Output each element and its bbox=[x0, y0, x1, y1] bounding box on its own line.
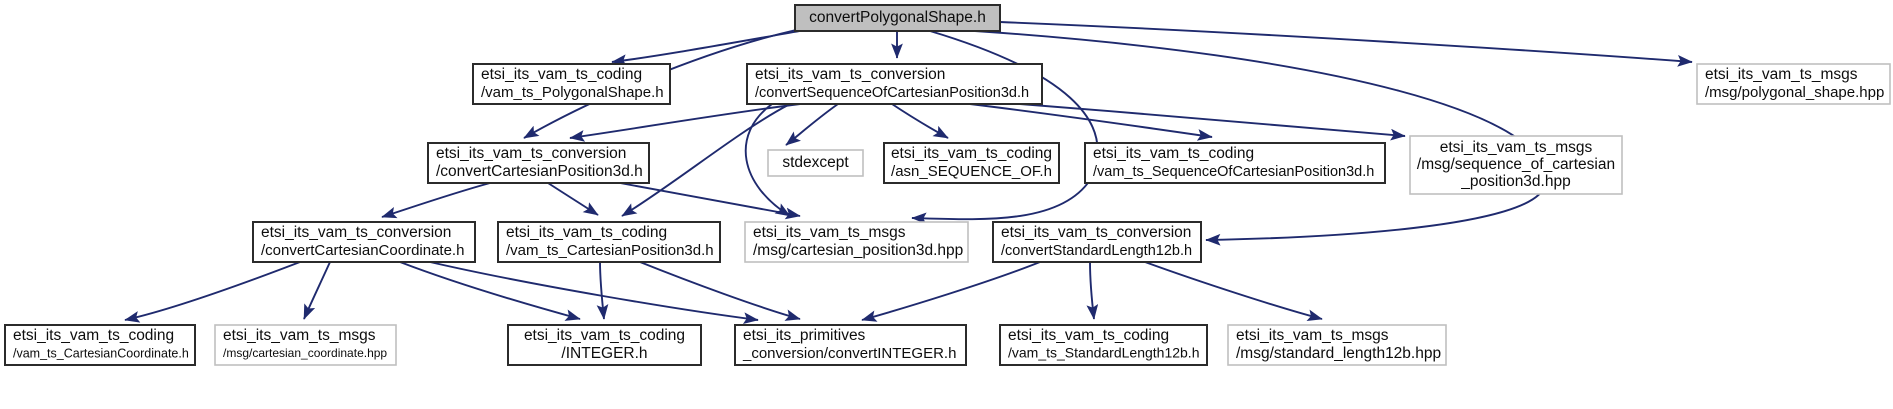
node-label-line: etsi_its_vam_ts_msgs bbox=[223, 327, 376, 344]
graph-edge bbox=[1019, 103, 1406, 141]
node-label-line: etsi_its_vam_ts_msgs bbox=[1705, 66, 1858, 83]
node-box[interactable] bbox=[999, 324, 1208, 366]
node-label-line: etsi_its_vam_ts_coding bbox=[1008, 327, 1169, 344]
node-label-line: _position3d.hpp bbox=[1460, 173, 1570, 190]
graph-edge bbox=[619, 182, 801, 220]
graph-node-polygonalshape_h[interactable]: etsi_its_vam_ts_coding/vam_ts_PolygonalS… bbox=[472, 63, 671, 105]
node-label-line: /INTEGER.h bbox=[561, 345, 647, 362]
node-label-line: etsi_its_vam_ts_msgs bbox=[753, 224, 906, 241]
graph-node-msg_cart_pos3d_hpp[interactable]: etsi_its_vam_ts_msgs/msg/cartesian_posit… bbox=[744, 221, 969, 263]
node-label-line: etsi_its_primitives bbox=[743, 327, 866, 344]
node-box[interactable] bbox=[746, 63, 1043, 105]
graph-nodes: convertPolygonalShape.h etsi_its_vam_ts_c… bbox=[4, 4, 1891, 366]
graph-edge bbox=[1086, 261, 1099, 320]
node-label-line: etsi_its_vam_ts_msgs bbox=[1236, 327, 1389, 344]
graph-edge bbox=[891, 103, 949, 139]
node-box[interactable] bbox=[507, 324, 702, 366]
graph-edge bbox=[621, 103, 791, 217]
graph-edge bbox=[124, 261, 301, 323]
node-box[interactable] bbox=[744, 221, 969, 263]
graph-node-convseqcart3d_h[interactable]: etsi_its_vam_ts_conversion/convertSequen… bbox=[746, 63, 1043, 105]
graph-edge bbox=[639, 261, 801, 321]
graph-node-msg_stdlen12b_hpp[interactable]: etsi_its_vam_ts_msgs/msg/standard_length… bbox=[1227, 324, 1447, 366]
graph-node-convcartcoord_h[interactable]: etsi_its_vam_ts_conversion/convertCartes… bbox=[252, 221, 476, 263]
node-label-line: /msg/cartesian_position3d.hpp bbox=[753, 242, 963, 259]
node-box[interactable] bbox=[992, 221, 1202, 263]
node-label-line: etsi_its_vam_ts_conversion bbox=[1001, 224, 1191, 241]
graph-node-msg_polygonal_shape_hpp[interactable]: etsi_its_vam_ts_msgs/msg/polygonal_shape… bbox=[1696, 63, 1891, 105]
graph-edge bbox=[744, 103, 791, 217]
node-box[interactable] bbox=[1696, 63, 1891, 105]
node-label-line: /vam_ts_PolygonalShape.h bbox=[481, 84, 664, 101]
node-label-line: /msg/polygonal_shape.hpp bbox=[1705, 84, 1884, 101]
node-label-line: etsi_its_vam_ts_conversion bbox=[436, 145, 626, 162]
node-label-line: etsi_its_vam_ts_coding bbox=[891, 145, 1052, 162]
node-label-line: /convertStandardLength12b.h bbox=[1001, 243, 1192, 259]
node-box[interactable] bbox=[427, 142, 650, 184]
node-label-line: etsi_its_vam_ts_coding bbox=[13, 327, 174, 344]
graph-edge bbox=[596, 261, 609, 320]
node-label-line: /convertCartesianCoordinate.h bbox=[261, 242, 464, 259]
node-box[interactable] bbox=[734, 324, 967, 366]
node-box[interactable] bbox=[497, 221, 721, 263]
node-box[interactable] bbox=[1227, 324, 1447, 366]
graph-node-convcart3d_h[interactable]: etsi_its_vam_ts_conversion/convertCartes… bbox=[427, 142, 650, 184]
graph-node-root[interactable]: convertPolygonalShape.h bbox=[794, 4, 1001, 32]
graph-node-convstdlen12b_h[interactable]: etsi_its_vam_ts_conversion/convertStanda… bbox=[992, 221, 1202, 263]
node-label-line: /msg/sequence_of_cartesian bbox=[1417, 156, 1615, 173]
node-box[interactable] bbox=[214, 324, 397, 366]
graph-edge bbox=[969, 103, 1213, 141]
node-label-line: /asn_SEQUENCE_OF.h bbox=[891, 163, 1052, 180]
node-box[interactable] bbox=[1409, 135, 1623, 195]
node-label-line: _conversion/convertINTEGER.h bbox=[742, 345, 956, 362]
node-label-line: /msg/cartesian_coordinate.hpp bbox=[223, 346, 387, 360]
graph-node-stdexcept[interactable]: stdexcept bbox=[767, 149, 864, 177]
graph-node-asn_sequence_of_h[interactable]: etsi_its_vam_ts_coding/asn_SEQUENCE_OF.h bbox=[883, 142, 1060, 184]
node-label-line: etsi_its_vam_ts_coding bbox=[1093, 145, 1254, 162]
graph-edge bbox=[1144, 261, 1323, 322]
graph-node-msg_seq_cart_pos3d_hpp[interactable]: etsi_its_vam_ts_msgs/msg/sequence_of_car… bbox=[1409, 135, 1623, 195]
graph-edge bbox=[429, 261, 759, 325]
node-label-line: /convertCartesianPosition3d.h bbox=[436, 163, 643, 180]
node-label-line: /msg/standard_length12b.hpp bbox=[1236, 345, 1441, 362]
node-label-line: etsi_its_vam_ts_coding bbox=[524, 327, 685, 344]
node-label-line: /vam_ts_SequenceOfCartesianPosition3d.h bbox=[1093, 164, 1374, 180]
graph-edge bbox=[911, 30, 1099, 225]
graph-node-msg_cart_coord_hpp[interactable]: etsi_its_vam_ts_msgs/msg/cartesian_coord… bbox=[214, 324, 397, 366]
graph-edge bbox=[399, 261, 581, 321]
graph-edge bbox=[569, 103, 801, 142]
node-label-line: /vam_ts_StandardLength12b.h bbox=[1008, 345, 1199, 361]
node-box[interactable] bbox=[4, 324, 196, 366]
graph-node-seqofcart3d_h[interactable]: etsi_its_vam_ts_coding/vam_ts_SequenceOf… bbox=[1084, 142, 1386, 184]
node-box[interactable] bbox=[883, 142, 1060, 184]
graph-node-convinteger_h[interactable]: etsi_its_primitives_conversion/convertIN… bbox=[734, 324, 967, 366]
graph-node-cartcoord_h[interactable]: etsi_its_vam_ts_coding/vam_ts_CartesianC… bbox=[4, 324, 196, 366]
graph-edge bbox=[303, 261, 331, 320]
node-label-line: convertPolygonalShape.h bbox=[809, 9, 986, 26]
graph-edge bbox=[381, 182, 491, 219]
node-box[interactable] bbox=[794, 4, 1001, 32]
node-label-line: etsi_its_vam_ts_msgs bbox=[1440, 139, 1593, 156]
node-label-line: stdexcept bbox=[782, 154, 849, 171]
graph-node-integer_h[interactable]: etsi_its_vam_ts_coding/INTEGER.h bbox=[507, 324, 702, 366]
node-label-line: /vam_ts_CartesianCoordinate.h bbox=[13, 346, 189, 360]
node-label-line: etsi_its_vam_ts_coding bbox=[481, 66, 642, 83]
graph-node-stdlen12b_h[interactable]: etsi_its_vam_ts_coding/vam_ts_StandardLe… bbox=[999, 324, 1208, 366]
graph-edge bbox=[547, 182, 599, 216]
node-box[interactable] bbox=[252, 221, 476, 263]
graph-edge bbox=[861, 261, 1041, 322]
node-box[interactable] bbox=[472, 63, 671, 105]
node-box[interactable] bbox=[767, 149, 864, 177]
node-label-line: etsi_its_vam_ts_conversion bbox=[755, 66, 945, 83]
node-label-line: /vam_ts_CartesianPosition3d.h bbox=[506, 242, 714, 259]
graph-edge bbox=[785, 103, 839, 146]
graph-node-cartpos3d_h[interactable]: etsi_its_vam_ts_coding/vam_ts_CartesianP… bbox=[497, 221, 721, 263]
graph-edge bbox=[999, 21, 1693, 67]
node-box[interactable] bbox=[1084, 142, 1386, 184]
node-label-line: /convertSequenceOfCartesianPosition3d.h bbox=[755, 85, 1029, 101]
node-label-line: etsi_its_vam_ts_coding bbox=[506, 224, 667, 241]
node-label-line: etsi_its_vam_ts_conversion bbox=[261, 224, 451, 241]
